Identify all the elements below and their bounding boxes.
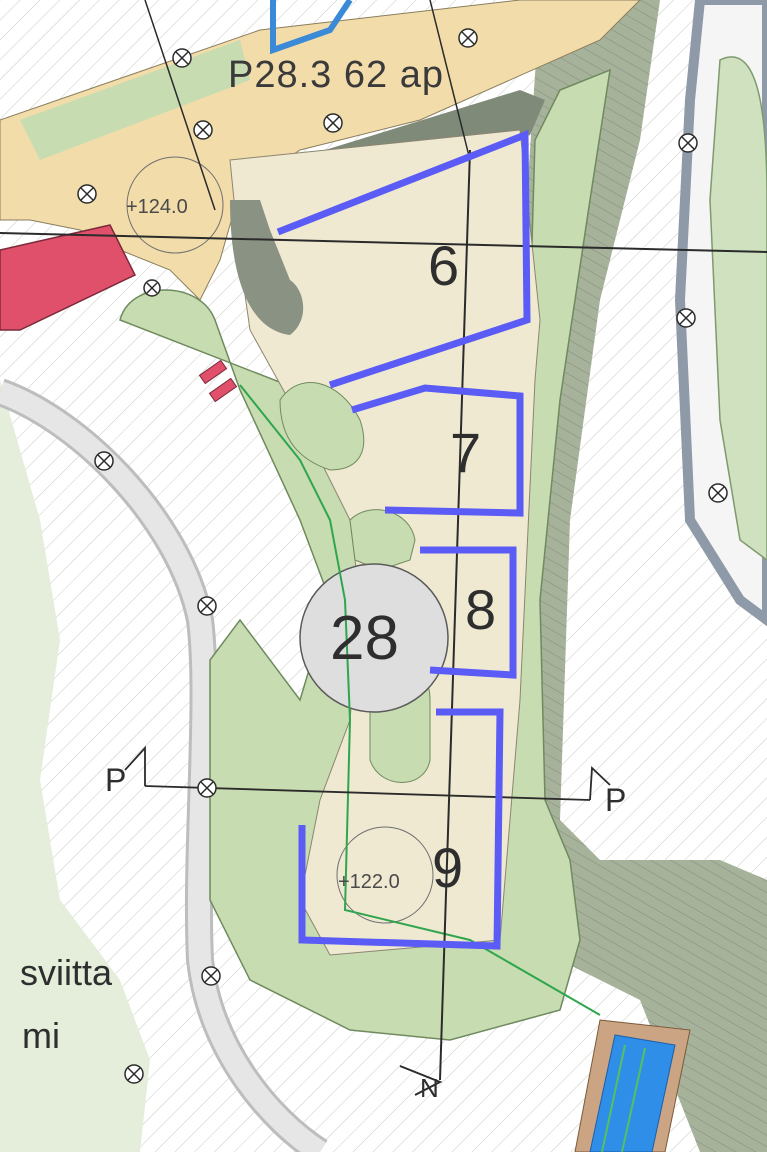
section-marker-left: P	[105, 762, 127, 798]
side-text-2: mi	[22, 1015, 60, 1056]
hillside-left	[0, 380, 150, 1152]
elevation-circle-north	[126, 156, 224, 254]
section-marker-right: P	[605, 782, 627, 818]
section-arrow-right	[589, 766, 611, 801]
lot-7-outline	[350, 384, 524, 517]
section-arrow-left	[124, 745, 146, 786]
survey-line-vertical	[439, 149, 471, 1081]
green-island-1	[279, 382, 365, 471]
survey-line-ne	[429, 0, 471, 161]
red-building	[0, 224, 137, 331]
north-arrow-icon	[399, 1065, 443, 1096]
pedestrian-path	[239, 384, 601, 1016]
section-line	[144, 785, 591, 801]
lot-number-9: 9	[432, 836, 464, 899]
lot-9-outline	[298, 708, 504, 950]
elevation-label-south: +122.0	[338, 871, 400, 893]
parking-label: P28.3 62 ap	[228, 54, 444, 96]
utility-pole-icon	[77, 28, 728, 1084]
side-text-1: sviitta	[20, 952, 113, 993]
road-left-inner	[0, 381, 327, 1152]
green-island-2	[349, 509, 416, 571]
elevation-label-north: +124.0	[126, 196, 188, 218]
parking-marker	[270, 0, 353, 55]
tree-strip-right	[709, 56, 767, 561]
lot-6-outline	[276, 129, 531, 389]
lot-outlines	[276, 129, 531, 950]
lot-number-7: 7	[450, 421, 482, 484]
lot-8-outline	[420, 546, 517, 679]
water-channel	[589, 1034, 676, 1152]
elevation-circle-south	[336, 826, 434, 924]
block-circle	[299, 563, 449, 713]
north-marker: N	[420, 1073, 439, 1103]
survey-line-nw	[144, 0, 216, 211]
block-number: 28	[330, 604, 399, 673]
water-line-2	[621, 1047, 646, 1152]
lot-number-6: 6	[428, 234, 460, 297]
crossing-marker	[198, 359, 238, 403]
lot-number-8: 8	[465, 578, 497, 641]
dark-turn	[230, 200, 304, 335]
survey-line-horizontal	[0, 232, 767, 253]
water-line-1	[601, 1044, 626, 1152]
green-strip-parking	[20, 40, 250, 160]
